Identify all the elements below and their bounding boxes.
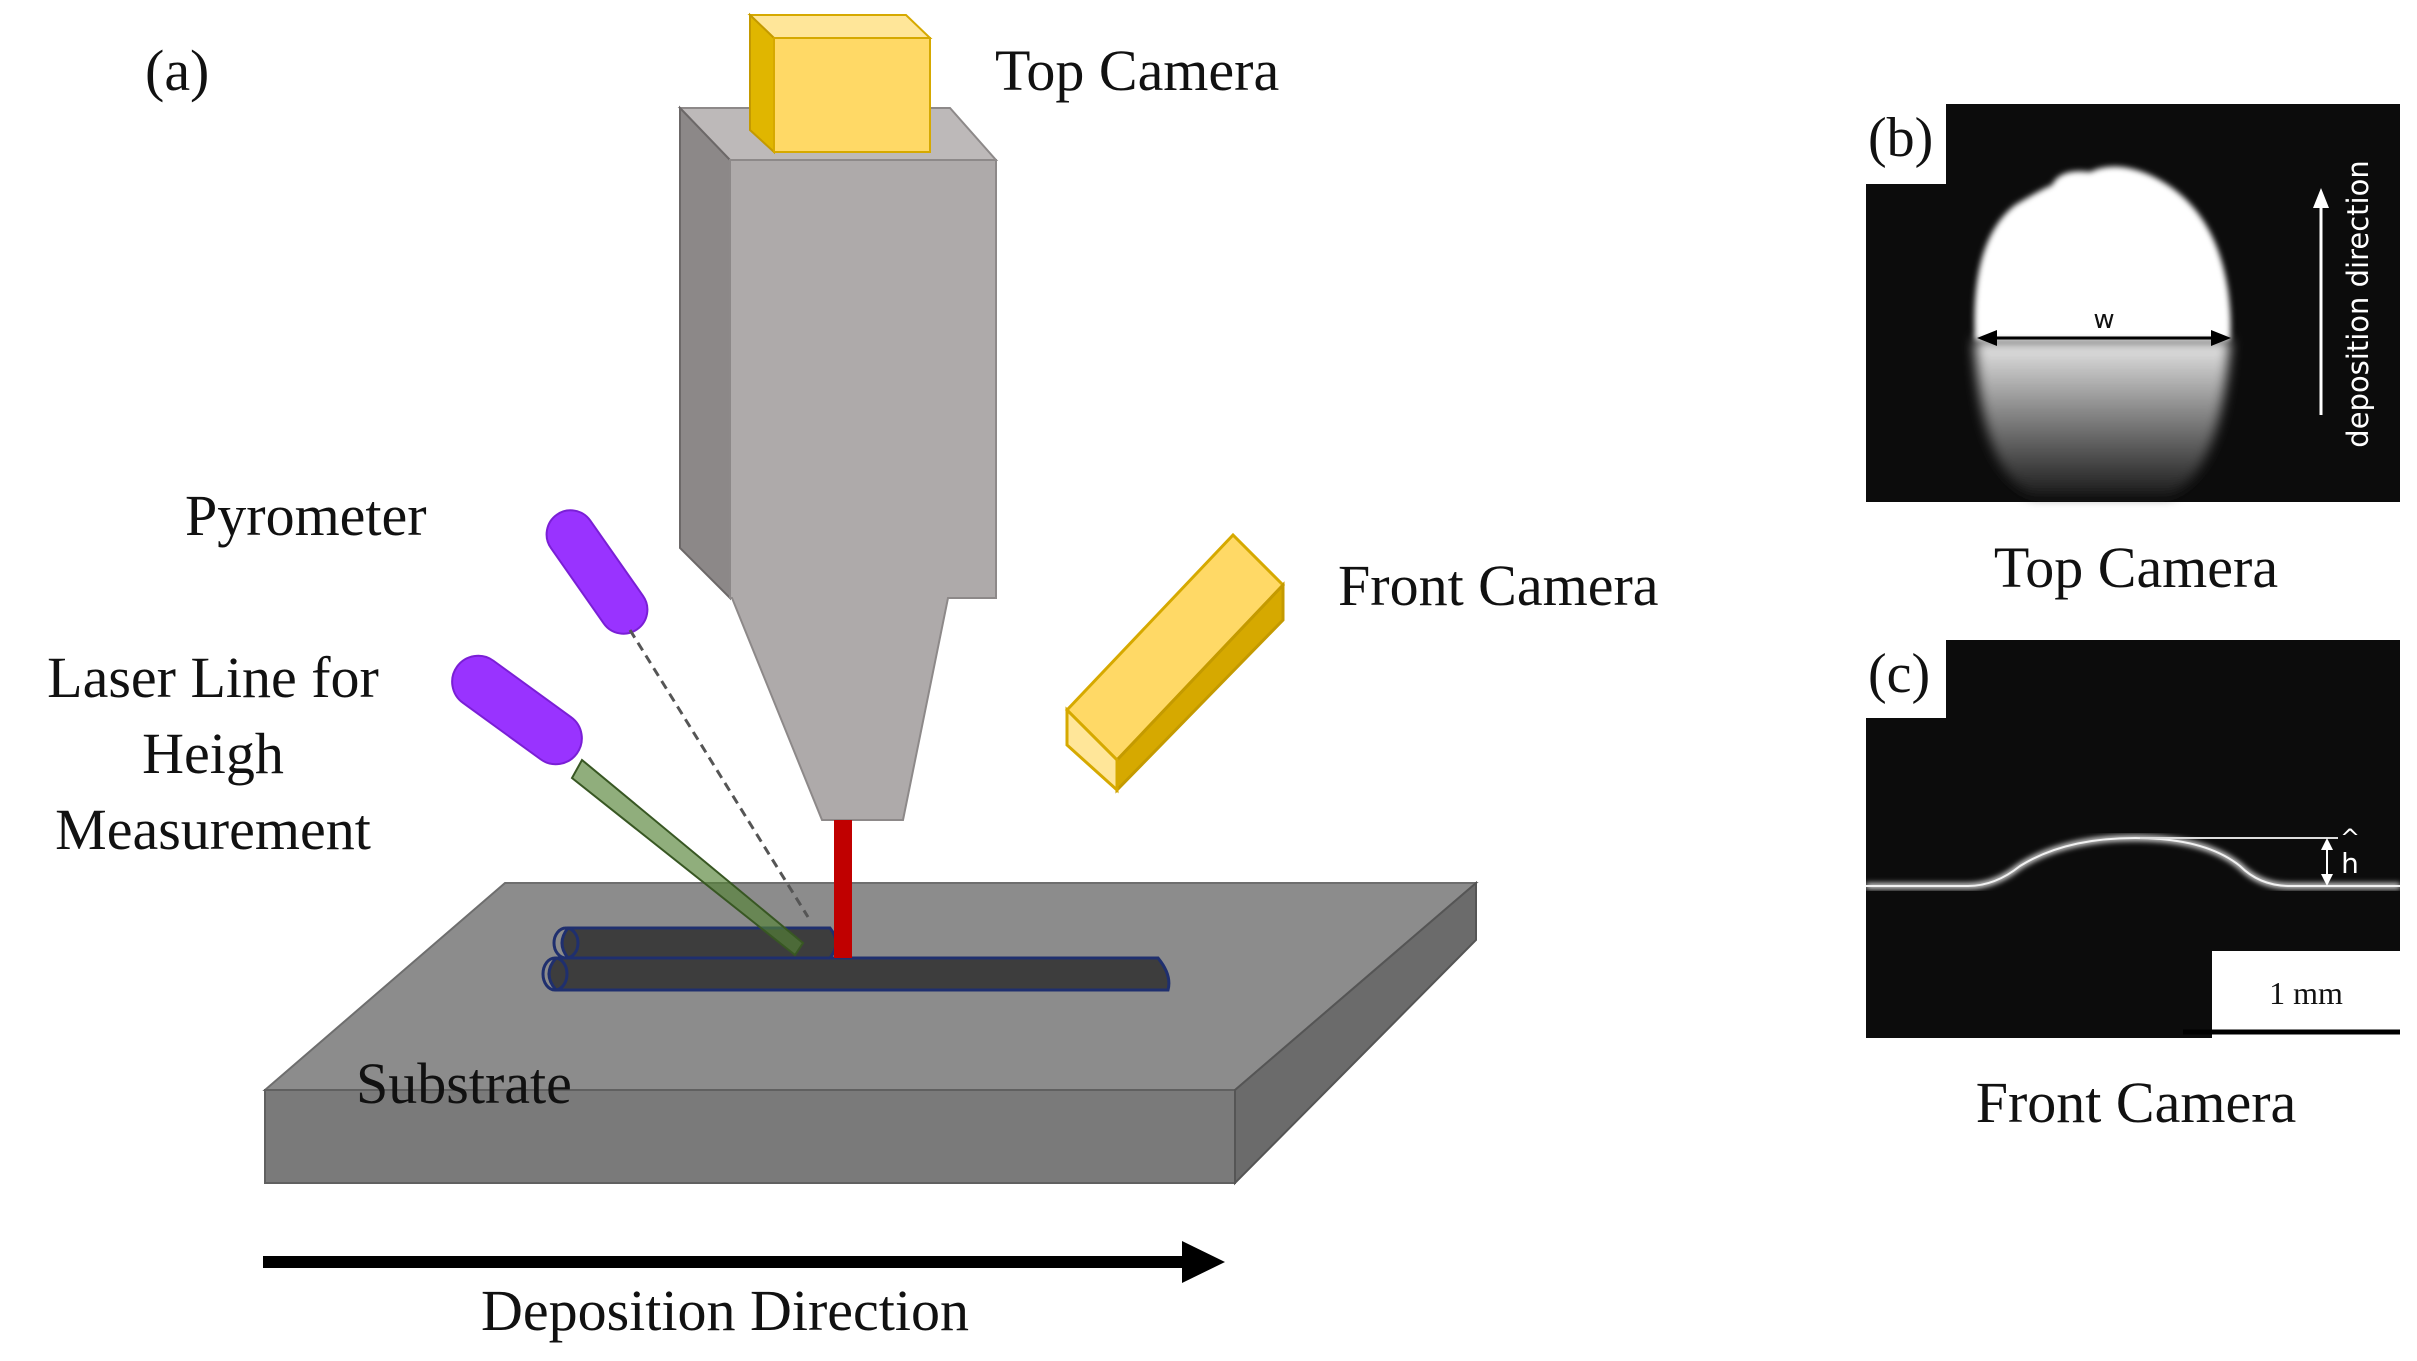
image-direction-arrow (2313, 188, 2329, 415)
top-camera-front-face (773, 37, 931, 153)
top-camera-top-face (747, 14, 933, 39)
front-camera-label: Front Camera (1338, 553, 1659, 618)
substrate-side-face (1234, 880, 1477, 1186)
pyrometer-label: Pyrometer (185, 483, 427, 548)
substrate-label: Substrate (356, 1051, 572, 1116)
width-dimension-arrow (1977, 330, 2231, 346)
deposition-direction-label: Deposition Direction (481, 1278, 969, 1343)
substrate-plate (262, 880, 1479, 1186)
laser-line-projector-body (451, 654, 583, 766)
laser-line-label-line1: Laser Line for (47, 645, 379, 710)
panel-c: h ^ 1 mm (c) Front Camera (1866, 640, 2400, 1135)
deposited-track-front-end (541, 956, 569, 992)
laser-profile-line-core (1866, 836, 2400, 887)
height-label: h (2341, 847, 2359, 880)
width-label: w (2093, 305, 2114, 335)
laser-line-fan (570, 758, 805, 957)
nozzle-front-face (729, 159, 997, 821)
arrow-head (1182, 1241, 1225, 1283)
nozzle-side-face (679, 105, 731, 601)
height-caret: ^ (2340, 824, 2360, 852)
deposited-tracks (541, 926, 1171, 992)
height-dimension-arrow (2321, 838, 2333, 886)
top-camera-label: Top Camera (995, 38, 1279, 103)
deposition-direction-arrow (263, 1241, 1225, 1283)
panel-a-tag: (a) (145, 38, 209, 103)
scale-bar-label: 1 mm (2269, 975, 2343, 1011)
image-direction-label: deposition direction (2341, 160, 2375, 447)
panel-a: (a) Top Camera (47, 12, 1659, 1343)
panel-b: w deposition direction (b) Top Camera (1866, 104, 2400, 600)
melt-pool-core (1974, 166, 2231, 340)
melt-pool-tail (1975, 340, 2230, 495)
laser-line-label-line3: Measurement (55, 797, 371, 862)
laser-beam (834, 820, 852, 958)
laser-line-projector (451, 654, 805, 957)
panel-c-caption: Front Camera (1976, 1070, 2297, 1135)
front-camera (1064, 532, 1286, 794)
panel-b-tag: (b) (1868, 107, 1933, 169)
panel-c-tag: (c) (1868, 643, 1930, 705)
scale-bar-box (2212, 951, 2400, 1038)
laser-line-label-line2: Heigh (142, 721, 284, 786)
top-camera (747, 12, 933, 155)
pyrometer-sight-line (628, 629, 810, 918)
panel-b-tag-box (1866, 104, 1946, 184)
top-camera-side-face (749, 12, 775, 155)
nozzle-head (677, 105, 999, 821)
front-camera-end-face (1065, 706, 1119, 794)
pyrometer (545, 509, 810, 918)
deposited-track-front (547, 956, 1171, 992)
panel-c-tag-box (1866, 640, 1946, 718)
pyrometer-body (545, 509, 649, 635)
panel-b-caption: Top Camera (1994, 535, 2278, 600)
